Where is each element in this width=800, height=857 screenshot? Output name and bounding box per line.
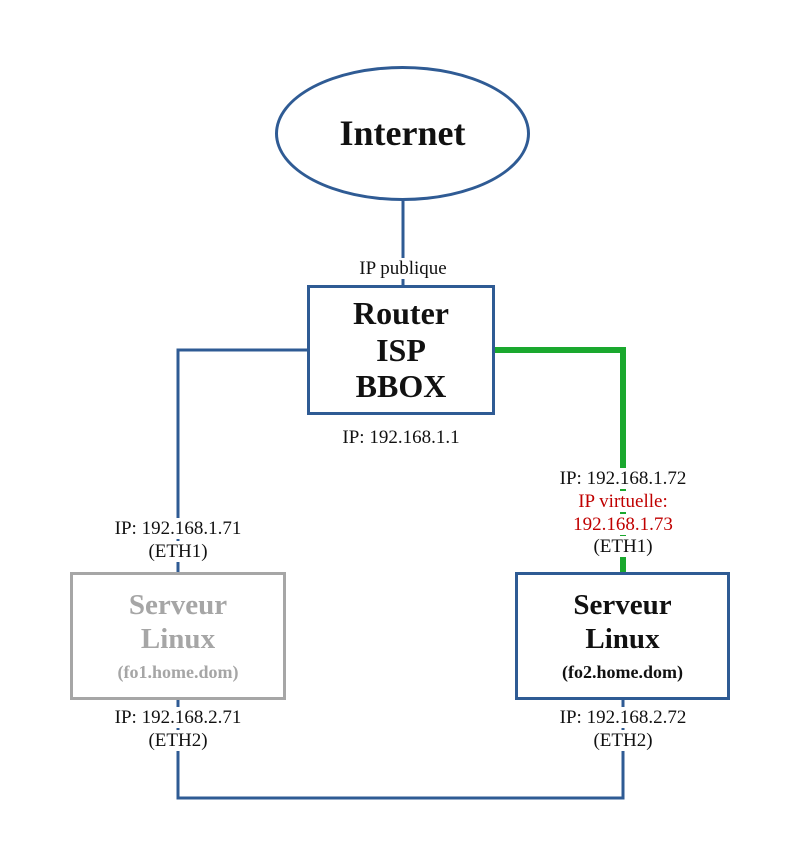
server2-eth1-name: (ETH1) xyxy=(591,536,655,558)
server1-eth1-labels: IP: 192.168.1.71 (ETH1) xyxy=(88,518,268,564)
router-line-1: Router xyxy=(353,294,449,331)
link-router-server1 xyxy=(176,348,307,572)
server2-hostname: (fo2.home.dom) xyxy=(562,662,683,682)
server2-name-1: Serveur xyxy=(573,589,672,622)
server2-eth1-ip: IP: 192.168.1.72 xyxy=(557,468,689,489)
router-node: Router ISP BBOX xyxy=(307,285,495,415)
server2-virtual-ip-label: IP virtuelle: xyxy=(576,490,670,512)
server1-eth2-name: (ETH2) xyxy=(146,729,210,751)
server2-eth2-ip: IP: 192.168.2.72 xyxy=(557,707,689,728)
server2-node: Serveur Linux (fo2.home.dom) xyxy=(515,572,730,700)
server1-eth2-labels: IP: 192.168.2.71 (ETH2) xyxy=(88,707,268,753)
server1-node: Serveur Linux (fo1.home.dom) xyxy=(70,572,286,700)
server2-virtual-ip: 192.168.1.73 xyxy=(571,513,675,535)
router-line-2: ISP xyxy=(376,331,426,368)
server1-name-1: Serveur xyxy=(128,589,228,622)
server1-name-2: Linux xyxy=(140,622,216,655)
router-ip-label: IP: 192.168.1.1 xyxy=(342,427,460,448)
server1-hostname: (fo1.home.dom) xyxy=(117,662,239,682)
server2-eth1-labels: IP: 192.168.1.72 IP virtuelle: 192.168.1… xyxy=(523,468,723,559)
router-public-ip-label: IP publique xyxy=(357,258,449,279)
server2-eth2-name: (ETH2) xyxy=(591,729,655,751)
server2-eth2-labels: IP: 192.168.2.72 (ETH2) xyxy=(523,707,723,753)
server2-name-2: Linux xyxy=(585,622,660,655)
internet-label: Internet xyxy=(339,112,466,153)
server1-eth1-name: (ETH1) xyxy=(146,540,210,562)
router-line-3: BBOX xyxy=(355,368,447,405)
server1-eth2-ip: IP: 192.168.2.71 xyxy=(112,707,244,728)
internet-node: Internet xyxy=(275,66,530,201)
server1-eth1-ip: IP: 192.168.1.71 xyxy=(112,518,244,539)
